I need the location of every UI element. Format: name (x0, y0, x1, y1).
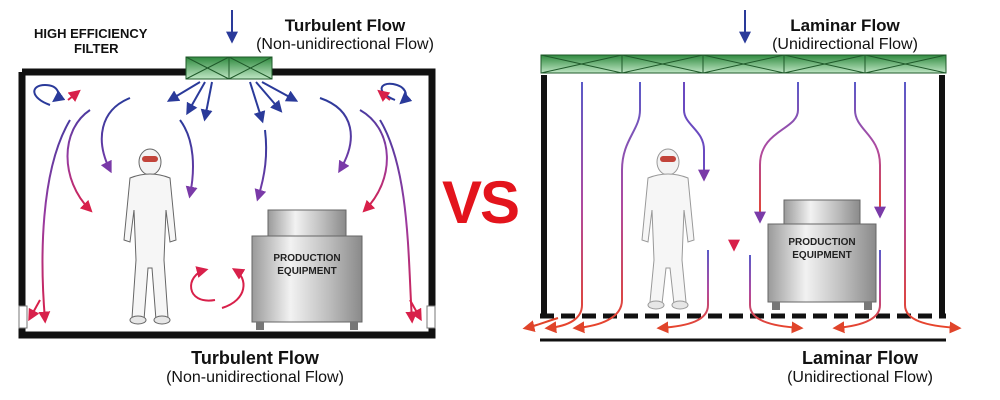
left-turbulent-arrows (28, 81, 422, 324)
filter-label: HIGH EFFICIENCY FILTER (34, 26, 184, 57)
left-top-title: Turbulent Flow (284, 16, 406, 35)
right-bottom-heading: Laminar Flow (Unidirectional Flow) (760, 348, 960, 387)
left-exhaust-grille-left (18, 305, 28, 329)
cleanroom-worker-icon (123, 148, 177, 325)
left-equipment-label: PRODUCTION EQUIPMENT (252, 252, 362, 278)
left-exhaust-grille-right (426, 305, 436, 329)
left-bottom-heading: Turbulent Flow (Non-unidirectional Flow) (140, 348, 370, 387)
left-equipment-line2: EQUIPMENT (277, 266, 337, 277)
left-bottom-title: Turbulent Flow (191, 348, 319, 368)
right-top-subtitle: (Unidirectional Flow) (772, 35, 918, 53)
hepa-filter-icon (185, 56, 273, 80)
left-top-subtitle: (Non-unidirectional Flow) (256, 35, 434, 53)
cleanroom-worker-icon (641, 148, 695, 310)
left-top-heading: Turbulent Flow (Non-unidirectional Flow) (240, 16, 450, 54)
vs-label: VS (442, 169, 520, 236)
left-equipment-line1: PRODUCTION (273, 253, 341, 264)
right-equipment-line2: EQUIPMENT (792, 250, 852, 261)
filter-label-line1: HIGH EFFICIENCY (34, 26, 148, 41)
hepa-filter-bank-icon (540, 54, 947, 74)
right-top-heading: Laminar Flow (Unidirectional Flow) (745, 16, 945, 54)
production-equipment-icon (251, 209, 363, 330)
right-top-title: Laminar Flow (790, 16, 900, 35)
filter-label-line2: FILTER (74, 40, 119, 56)
right-equipment-label: PRODUCTION EQUIPMENT (768, 236, 876, 262)
left-room-walls (18, 68, 436, 339)
right-laminar-arrows (522, 82, 962, 334)
right-bottom-title: Laminar Flow (801, 348, 918, 368)
right-equipment-line1: PRODUCTION (788, 237, 856, 248)
left-room (18, 68, 436, 339)
right-room (540, 75, 946, 342)
left-bottom-subtitle: (Non-unidirectional Flow) (166, 368, 344, 386)
right-bottom-subtitle: (Unidirectional Flow) (787, 368, 933, 386)
production-equipment-icon (767, 199, 877, 310)
